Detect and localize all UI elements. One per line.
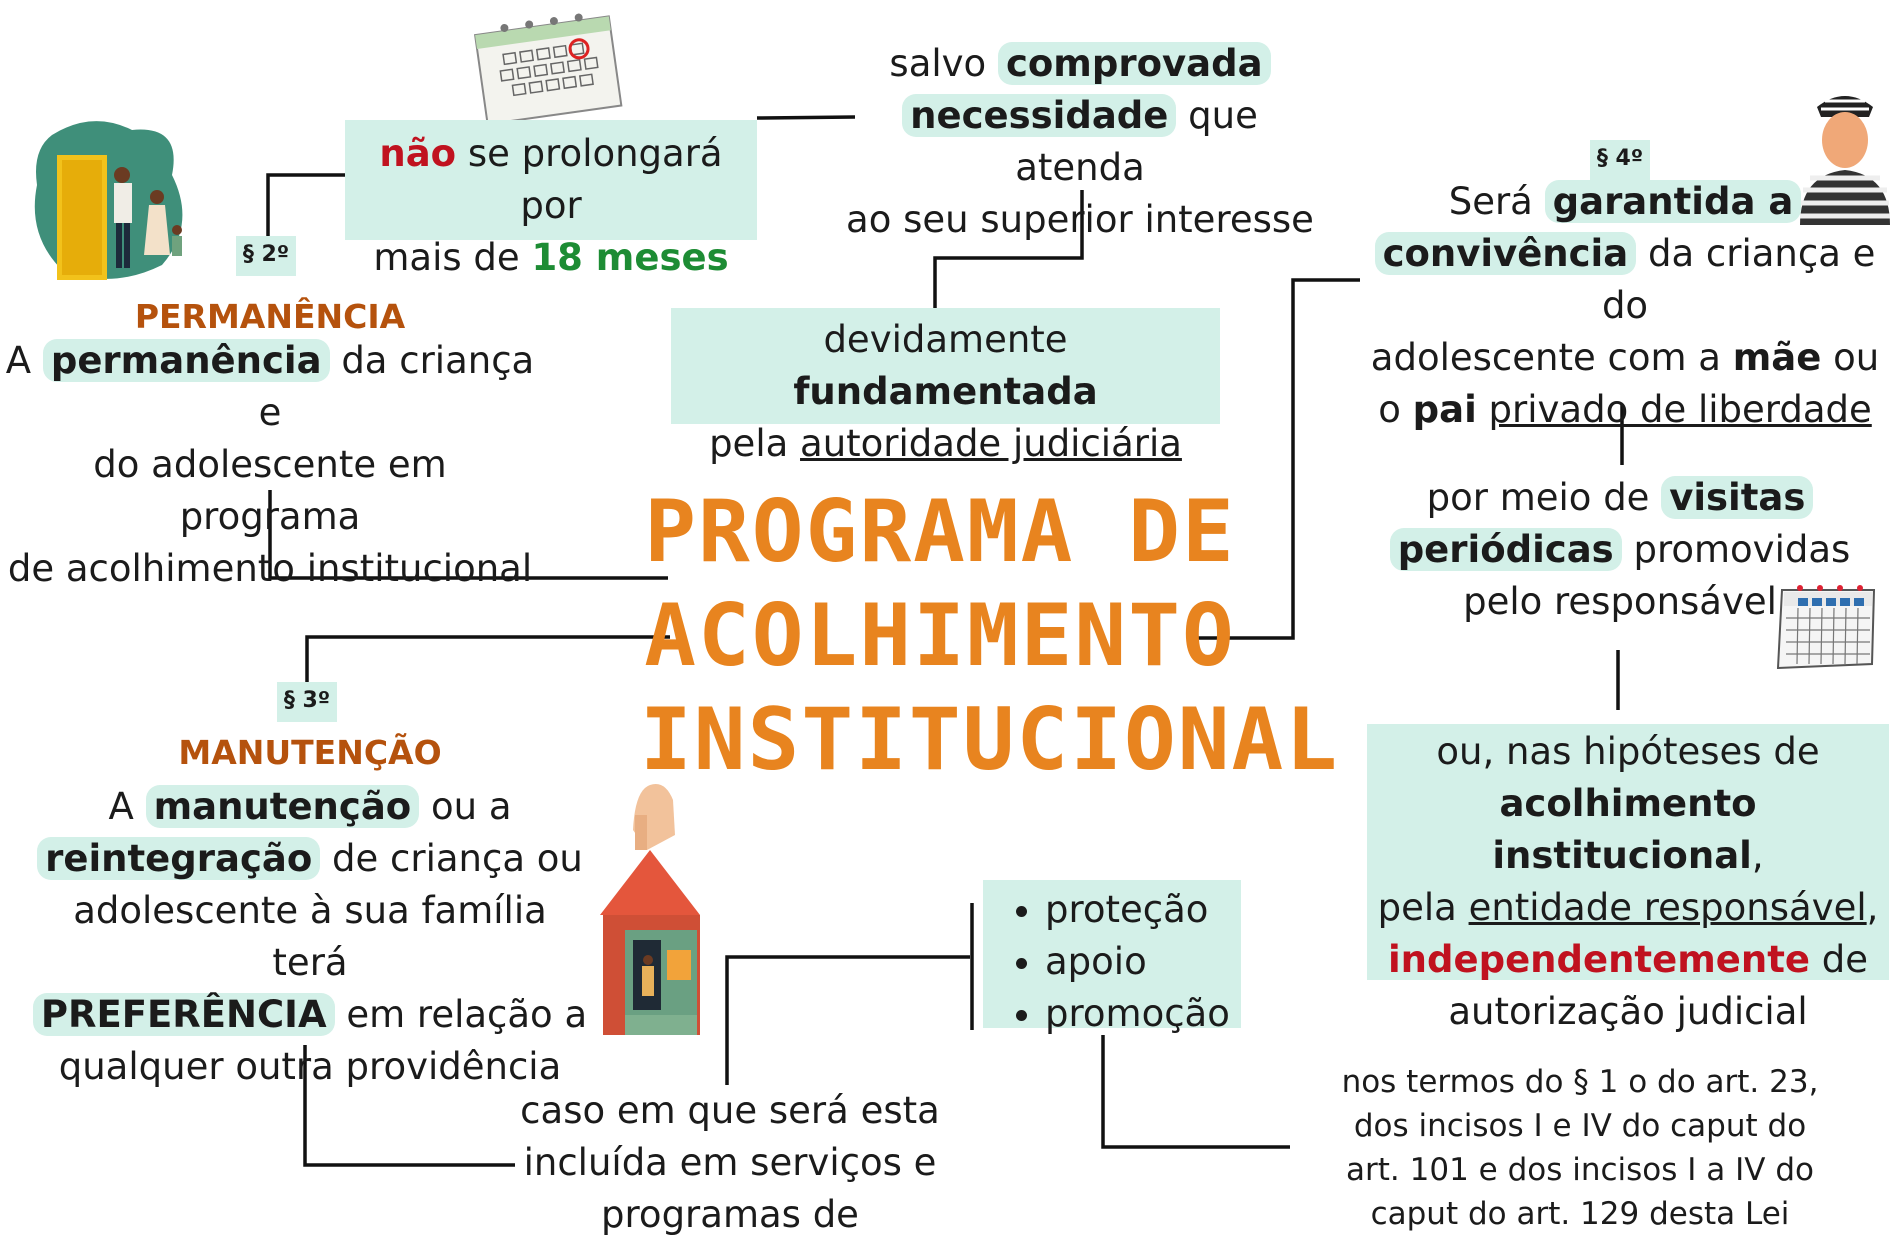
connector-manutencao-case bbox=[303, 1045, 515, 1167]
case-text: caso em que será esta incluída em serviç… bbox=[520, 1089, 940, 1236]
exception-text: salvo comprovada necessidade que atenda … bbox=[846, 42, 1314, 241]
calendar-icon bbox=[470, 10, 630, 126]
convivencia-text: Será garantida a convivência da criança … bbox=[1370, 180, 1880, 431]
legal-reference: nos termos do § 1 o do art. 23, dos inci… bbox=[1341, 1064, 1819, 1232]
services-list: proteção apoio promoção bbox=[983, 880, 1241, 1035]
limit-box: não se prolongará por mais de 18 meses bbox=[345, 120, 757, 279]
permanencia-text: A permanência da criança e do adolescent… bbox=[5, 339, 535, 590]
manutencao-text: A manutenção ou a reintegração de crianç… bbox=[30, 781, 590, 1093]
prisoner-icon bbox=[1795, 85, 1895, 225]
connector-permanencia-limit bbox=[266, 173, 345, 240]
family-door-icon bbox=[22, 115, 202, 290]
bullet-protecao: proteção bbox=[1045, 884, 1241, 936]
visits-text: por meio de visitas periódicas promovida… bbox=[1385, 472, 1855, 628]
house-in-hand-icon bbox=[595, 780, 710, 1045]
connector-title-permanencia bbox=[268, 490, 668, 580]
connector-case-bullets bbox=[725, 955, 970, 1085]
wall-calendar-icon bbox=[1770, 580, 1880, 670]
bullet-apoio: apoio bbox=[1045, 936, 1241, 988]
title-line-1: PROGRAMA DE bbox=[644, 482, 1236, 582]
connector-exception-fundamentada bbox=[933, 190, 1084, 308]
paragraph-4-badge: § 4º bbox=[1590, 140, 1650, 180]
paragraph-2-badge: § 2º bbox=[236, 236, 296, 276]
connector-title-manutencao bbox=[305, 635, 670, 682]
title-line-3: INSTITUCIONAL bbox=[640, 690, 1340, 790]
bullet-promocao: promoção bbox=[1045, 988, 1241, 1040]
connector-limit-exception bbox=[756, 115, 856, 120]
fundamentada-box: devidamente fundamentada pela autoridade… bbox=[671, 308, 1220, 465]
connector-title-section4 bbox=[1190, 278, 1360, 640]
acolhimento-box: ou, nas hipóteses de acolhimento institu… bbox=[1367, 724, 1889, 1033]
paragraph-3-badge: § 3º bbox=[277, 682, 337, 722]
main-title: PROGRAMA DE ACOLHIMENTO INSTITUCIONAL bbox=[640, 480, 1340, 792]
permanencia-heading: PERMANÊNCIA bbox=[134, 297, 406, 336]
connector-bullets-ref bbox=[1101, 1035, 1290, 1149]
title-line-2: ACOLHIMENTO bbox=[644, 586, 1236, 686]
manutencao-heading: MANUTENÇÃO bbox=[178, 733, 442, 772]
